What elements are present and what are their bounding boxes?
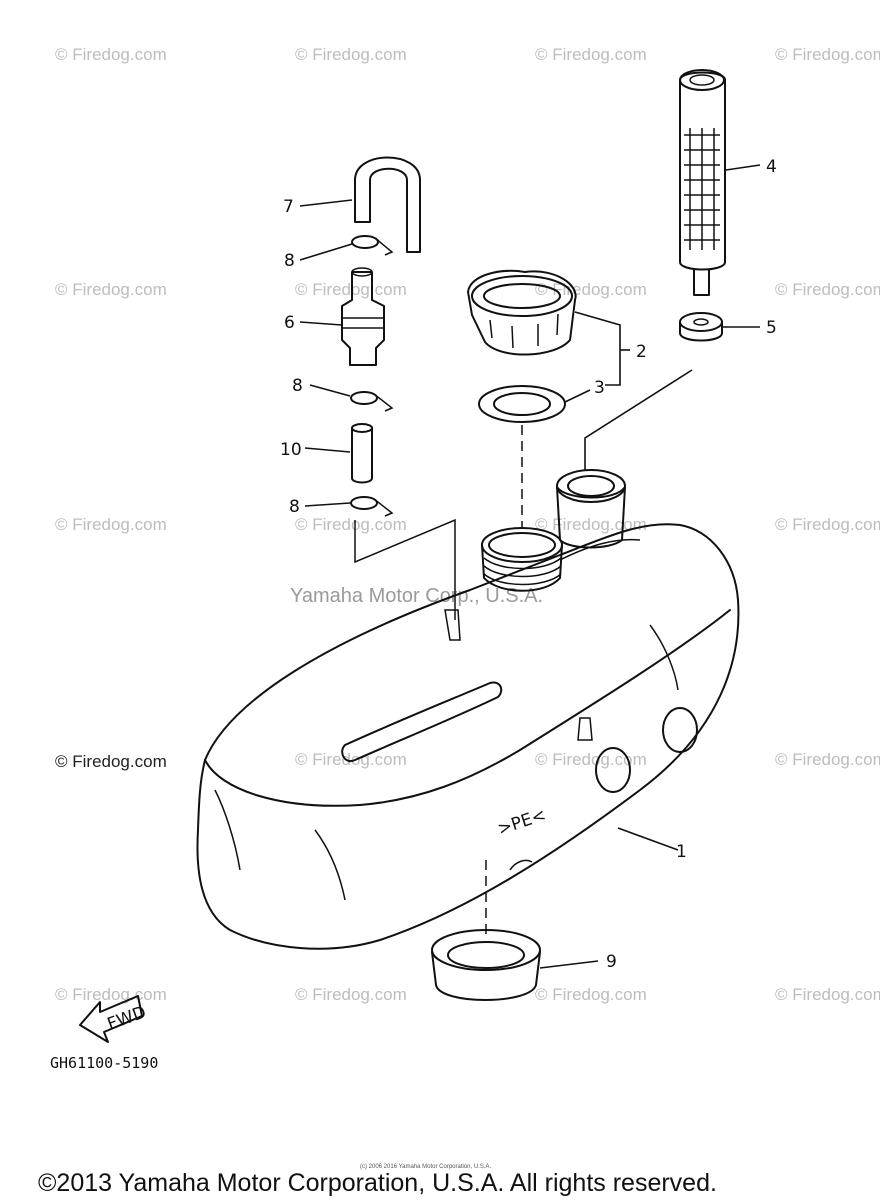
leader-lines xyxy=(299,164,761,969)
watermark-text: © Firedog.com xyxy=(775,45,880,64)
watermark-text: © Firedog.com xyxy=(535,515,647,534)
callouts: 1 2 3 4 5 6 7 8 8 8 9 10 xyxy=(280,157,777,972)
watermark-text-strong: © Firedog.com xyxy=(55,752,167,771)
watermark-text: © Firedog.com xyxy=(775,750,880,769)
callout-8: 8 xyxy=(292,376,303,396)
callout-9: 9 xyxy=(606,952,617,972)
watermark-text: © Firedog.com xyxy=(535,45,647,64)
watermark-text: © Firedog.com xyxy=(55,985,167,1004)
diagram-code: GH61100-5190 xyxy=(50,1054,158,1072)
callout-6: 6 xyxy=(284,313,295,333)
watermark-text: © Firedog.com xyxy=(775,515,880,534)
center-watermark: Yamaha Motor Corp., U.S.A. xyxy=(290,585,543,607)
fuel-hose-short xyxy=(351,423,373,484)
callout-1: 1 xyxy=(676,842,687,862)
watermark-text: © Firedog.com xyxy=(295,985,407,1004)
callout-10: 10 xyxy=(280,440,302,460)
check-valve xyxy=(341,267,385,366)
hose-clip xyxy=(351,235,394,256)
watermark-text: © Firedog.com xyxy=(295,515,407,534)
watermark-text: © Firedog.com xyxy=(295,280,407,299)
cap-gasket xyxy=(478,385,566,423)
tiny-copyright: (c) 2006 2016 Yamaha Motor Corporation, … xyxy=(360,1164,492,1170)
watermark-text: © Firedog.com xyxy=(55,45,167,64)
watermark-text: © Firedog.com xyxy=(295,45,407,64)
tank-cap xyxy=(467,269,577,356)
watermark-text: © Firedog.com xyxy=(775,280,880,299)
callout-3: 3 xyxy=(594,378,605,398)
callout-7: 7 xyxy=(283,197,294,217)
watermark-text: © Firedog.com xyxy=(55,515,167,534)
tank-marking: >PE< xyxy=(495,805,548,839)
watermark-layer: © Firedog.com © Firedog.com © Firedog.co… xyxy=(55,45,880,1004)
assembly-lines xyxy=(354,425,523,940)
tank-outlet xyxy=(481,527,563,592)
fuel-tank: >PE< xyxy=(196,469,740,950)
watermark-text: © Firedog.com xyxy=(535,985,647,1004)
breather-hose xyxy=(354,156,421,253)
watermark-text: © Firedog.com xyxy=(55,280,167,299)
fuel-filter xyxy=(679,69,726,296)
callout-2: 2 xyxy=(636,342,647,362)
callout-8: 8 xyxy=(289,497,300,517)
hose-clip xyxy=(350,391,394,412)
callout-4: 4 xyxy=(766,157,777,177)
footer-copyright: ©2013 Yamaha Motor Corporation, U.S.A. A… xyxy=(38,1169,717,1197)
hose-clip xyxy=(350,496,394,517)
tank-foot-cup xyxy=(431,929,541,1001)
callout-5: 5 xyxy=(766,318,777,338)
watermark-text: © Firedog.com xyxy=(535,750,647,769)
callout-8: 8 xyxy=(284,251,295,271)
watermark-text: © Firedog.com xyxy=(775,985,880,1004)
watermark-text: © Firedog.com xyxy=(295,750,407,769)
filter-grommet xyxy=(679,312,723,342)
